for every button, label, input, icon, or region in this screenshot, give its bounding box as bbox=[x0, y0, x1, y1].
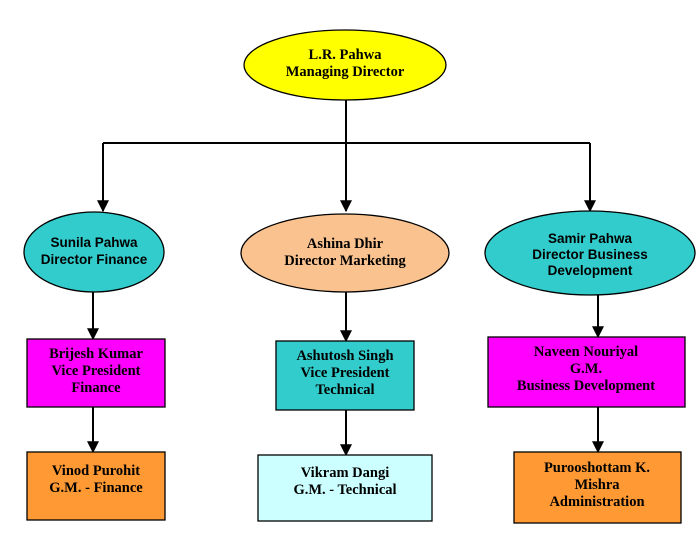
node-name: Vinod Purohit bbox=[52, 463, 140, 479]
node-shape bbox=[26, 338, 166, 408]
node-title: G.M. - Technical bbox=[293, 482, 396, 498]
node-title-line-2: Development bbox=[548, 263, 633, 278]
node-shape bbox=[484, 210, 696, 296]
node-title-line-2: Technical bbox=[315, 382, 374, 398]
node-shape bbox=[240, 213, 450, 293]
node-title-line-2: Administration bbox=[549, 494, 644, 510]
node-name: L.R. Pahwa bbox=[309, 47, 383, 63]
node-shape bbox=[26, 451, 166, 521]
node-gm-finance: Vinod Purohit G.M. - Finance bbox=[26, 451, 166, 521]
node-director-marketing: Ashina Dhir Director Marketing bbox=[240, 213, 450, 293]
node-name: Ashina Dhir bbox=[307, 236, 384, 252]
node-managing-director: L.R. Pahwa Managing Director bbox=[243, 29, 447, 101]
node-name: Sunila Pahwa bbox=[50, 235, 138, 250]
node-name: Samir Pahwa bbox=[548, 231, 633, 246]
node-shape bbox=[513, 451, 682, 524]
node-gm-business: Naveen Nouriyal G.M. Business Developmen… bbox=[487, 336, 686, 408]
node-vp-finance: Brijesh Kumar Vice President Finance bbox=[26, 338, 166, 408]
node-director-finance: Sunila Pahwa Director Finance bbox=[23, 211, 165, 293]
connectors bbox=[87, 100, 604, 457]
node-shape bbox=[275, 340, 415, 411]
node-title: Managing Director bbox=[286, 64, 405, 80]
node-shape bbox=[243, 29, 447, 101]
node-name: Brijesh Kumar bbox=[49, 346, 143, 362]
node-title-line-2: Business Development bbox=[517, 378, 655, 394]
node-gm-technical: Vikram Dangi G.M. - Technical bbox=[257, 454, 433, 522]
node-title: G.M. - Finance bbox=[49, 480, 143, 496]
node-name: Purooshottam K. bbox=[544, 460, 650, 476]
node-name: Vikram Dangi bbox=[301, 465, 389, 481]
node-vp-technical: Ashutosh Singh Vice President Technical bbox=[275, 340, 415, 411]
node-shape bbox=[257, 454, 433, 522]
node-administration: Purooshottam K. Mishra Administration bbox=[513, 451, 682, 524]
node-director-business: Samir Pahwa Director Business Developmen… bbox=[484, 210, 696, 296]
node-title: Director Marketing bbox=[284, 253, 406, 269]
node-name: Naveen Nouriyal bbox=[534, 344, 638, 360]
node-title: Director Business bbox=[532, 247, 648, 262]
node-title: Vice President bbox=[52, 363, 141, 379]
node-title: Mishra bbox=[574, 477, 620, 493]
node-shape bbox=[487, 336, 686, 408]
node-title: G.M. bbox=[570, 361, 602, 377]
node-shape bbox=[23, 211, 165, 293]
node-title: Director Finance bbox=[41, 252, 148, 267]
node-title: Vice President bbox=[301, 365, 390, 381]
node-name: Ashutosh Singh bbox=[296, 348, 393, 364]
node-title-line-2: Finance bbox=[71, 380, 121, 396]
